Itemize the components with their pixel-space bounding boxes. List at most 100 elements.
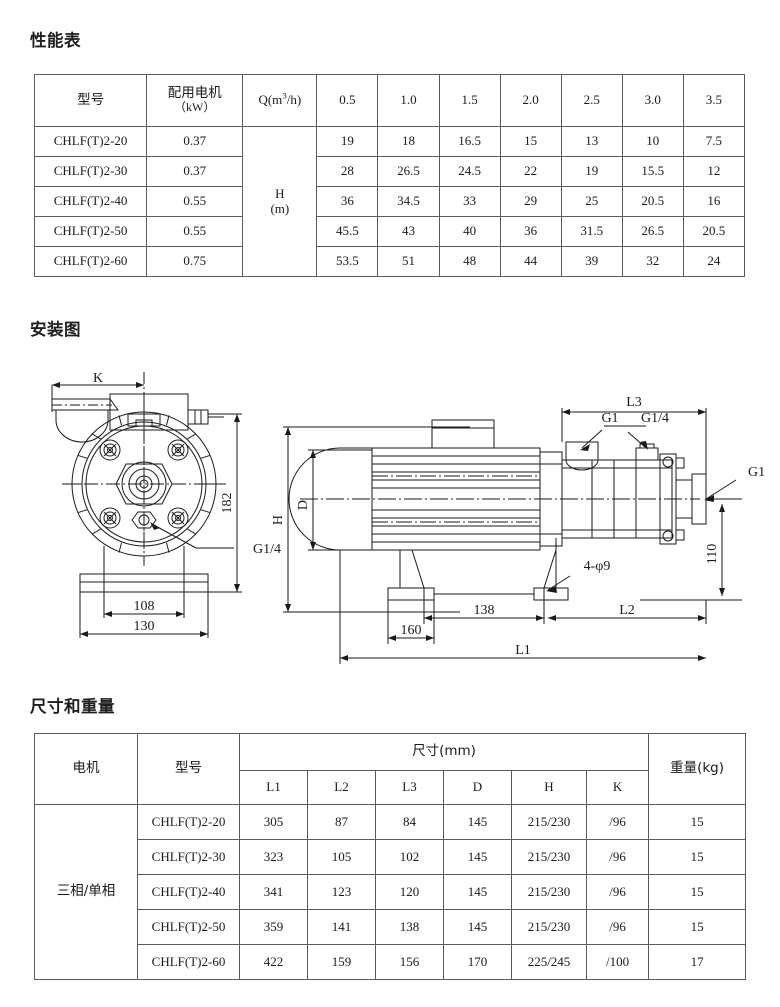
cell-head: 40 (438, 216, 501, 247)
cell-head: 51 (377, 246, 440, 277)
cell-head: 15.5 (621, 156, 684, 187)
cell-head-unit: H (m) (242, 126, 318, 277)
left-view (51, 372, 242, 638)
dimension-110 (640, 498, 742, 601)
header-dim-col: H (511, 770, 587, 805)
table-row: CHLF(T)2-40 0.55 36 34.5 33 29 25 20.5 1… (33, 186, 746, 217)
header-flow: Q(m3/h) (242, 74, 318, 127)
cell-head: 22 (499, 156, 562, 187)
cell-h: 215/230 (511, 839, 587, 875)
cell-head: 28 (316, 156, 379, 187)
table-row: CHLF(T)2-60 0.75 53.5 51 48 44 39 32 24 (33, 246, 746, 277)
cell-head: 36 (499, 216, 562, 247)
cell-head: 7.5 (682, 126, 746, 157)
dim-label-l1: L1 (515, 643, 531, 658)
dim-label-g1-top: G1 (601, 411, 618, 426)
motor-top-box (431, 419, 495, 449)
header-flow-point: 1.0 (377, 74, 440, 127)
dim-label-110: 110 (705, 544, 720, 564)
header-motor-power-unit: （kW） (174, 100, 216, 115)
dim-label-holes: 4-φ9 (584, 559, 611, 574)
cell-head: 31.5 (560, 216, 623, 247)
cell-l3: 138 (375, 909, 444, 945)
cell-l1: 305 (239, 804, 308, 840)
header-weight: 重量(kg) (648, 733, 747, 805)
header-motor: 电机 (34, 733, 138, 805)
cell-head: 36 (316, 186, 379, 217)
cooling-fins (72, 412, 216, 553)
cell-l3: 120 (375, 874, 444, 910)
cell-model: CHLF(T)2-30 (33, 156, 148, 187)
cell-h: 225/245 (511, 944, 587, 980)
cell-k: /96 (585, 874, 650, 910)
dim-label-g14-left: G1/4 (253, 542, 281, 557)
dimension-182 (208, 413, 242, 593)
cell-power: 0.75 (146, 246, 244, 277)
cell-k: /96 (585, 804, 650, 840)
cell-head: 43 (377, 216, 440, 247)
cell-head: 13 (560, 126, 623, 157)
dim-label-130: 130 (134, 619, 155, 634)
cell-model: CHLF(T)2-40 (33, 186, 148, 217)
cell-model: CHLF(T)2-20 (33, 126, 148, 157)
cell-model: CHLF(T)2-60 (137, 944, 240, 980)
cell-l2: 123 (307, 874, 376, 910)
head-symbol: H (275, 185, 285, 201)
cell-power: 0.55 (146, 216, 244, 247)
cell-d: 145 (443, 804, 512, 840)
cell-head: 10 (621, 126, 684, 157)
dim-label-h: H (271, 515, 286, 525)
header-flow-point: 2.0 (499, 74, 562, 127)
cell-head: 16.5 (438, 126, 501, 157)
label-g14-left-leader (150, 522, 234, 549)
table-row: CHLF(T)2-60 422 159 156 170 225/245 /100… (35, 944, 747, 980)
cell-l2: 105 (307, 839, 376, 875)
cell-head: 26.5 (377, 156, 440, 187)
label-holes-leader (546, 575, 571, 593)
cell-weight: 17 (648, 944, 747, 980)
table-row: CHLF(T)2-20 0.37 H (m) 19 18 16.5 15 13 … (33, 126, 746, 277)
cell-model: CHLF(T)2-50 (33, 216, 148, 247)
dimension-l2 (548, 600, 707, 624)
header-size-group: 尺寸(mm) (238, 733, 650, 771)
cell-d: 145 (443, 909, 512, 945)
cell-d: 145 (443, 839, 512, 875)
cell-head: 39 (560, 246, 623, 277)
cell-head: 15 (499, 126, 562, 157)
header-flow-label: Q(m (258, 92, 283, 108)
top-plug (127, 413, 161, 427)
pump-barrel (561, 441, 707, 545)
cell-l2: 141 (307, 909, 376, 945)
cell-power: 0.37 (146, 126, 244, 157)
cell-weight: 15 (648, 804, 747, 840)
cell-model: CHLF(T)2-60 (33, 246, 148, 277)
cell-l1: 359 (239, 909, 308, 945)
dimension-l1 (339, 550, 706, 664)
cell-head: 20.5 (621, 186, 684, 217)
table-row: CHLF(T)2-30 0.37 28 26.5 24.5 22 19 15.5… (33, 156, 746, 187)
cell-head: 24 (682, 246, 746, 277)
pump-base-plate (387, 538, 569, 601)
cell-model: CHLF(T)2-30 (137, 839, 240, 875)
cell-motor-type: 三相/单相 (34, 804, 138, 980)
dim-label-138: 138 (474, 603, 495, 618)
table-row: CHLF(T)2-50 359 141 138 145 215/230 /96 … (35, 909, 747, 945)
motor-fin-lines (372, 455, 540, 543)
cell-head: 48 (438, 246, 501, 277)
motor-body-side (288, 447, 700, 551)
page-title-installation: 安装图 (30, 321, 81, 339)
installation-drawing: K 182 G1/4 108 130 H D L3 G1 G1/4 G1 110… (0, 352, 780, 672)
motor-body-circle (62, 402, 226, 566)
cell-head: 24.5 (438, 156, 501, 187)
cell-k: /96 (585, 839, 650, 875)
dim-label-182: 182 (220, 493, 235, 514)
cell-d: 170 (443, 944, 512, 980)
cell-head: 34.5 (377, 186, 440, 217)
header-flow-point: 0.5 (316, 74, 379, 127)
motor-base (79, 546, 209, 593)
cell-h: 215/230 (511, 909, 587, 945)
cell-l2: 87 (307, 804, 376, 840)
dim-label-k: K (93, 371, 103, 386)
cell-l1: 341 (239, 874, 308, 910)
table-row: CHLF(T)2-40 341 123 120 145 215/230 /96 … (35, 874, 747, 910)
